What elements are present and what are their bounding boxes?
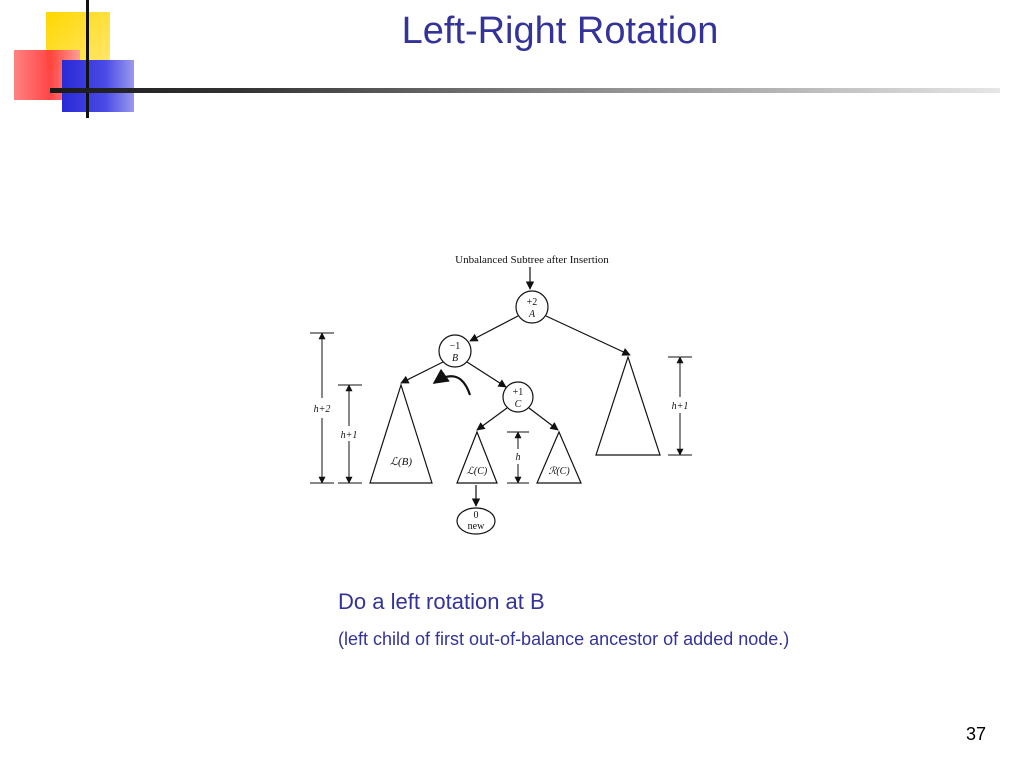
node-c: +1 C: [502, 381, 534, 413]
diagram-heading: Unbalanced Subtree after Insertion: [455, 254, 609, 266]
subtree-right: [595, 355, 661, 456]
subtree-lc: ℒ(C): [456, 430, 498, 484]
height-right-label: h+1: [672, 401, 689, 412]
node-c-balance: +1: [513, 387, 524, 398]
title-underline: [50, 88, 1000, 93]
height-left-outer-label: h+2: [314, 404, 331, 415]
node-a-balance: +2: [527, 297, 538, 308]
height-left-outer: [310, 332, 334, 484]
decor-blue-square: [62, 60, 134, 112]
decor-vertical-line: [86, 0, 89, 118]
node-a: +2 A: [515, 290, 549, 324]
node-new-balance: 0: [474, 510, 479, 521]
node-new-label: new: [468, 521, 485, 532]
node-b: −1 B: [438, 334, 472, 368]
height-right: [668, 356, 692, 456]
rotation-arrow: [432, 368, 472, 396]
height-middle: [507, 431, 529, 484]
slide-title: Left-Right Rotation: [401, 10, 719, 52]
caption-sub: (left child of first out-of-balance ance…: [338, 629, 790, 649]
node-c-label: C: [515, 399, 522, 410]
subtree-lb: ℒ(B): [369, 383, 433, 484]
height-left-inner: [338, 384, 362, 484]
page-number: 37: [966, 724, 987, 744]
subtree-rc: ℛ(C): [536, 430, 582, 484]
node-b-label: B: [452, 353, 458, 364]
subtree-lb-label: ℒ(B): [390, 456, 412, 468]
height-middle-label: h: [516, 452, 521, 463]
avl-rotation-diagram: Unbalanced Subtree after Insertion +2 A …: [310, 254, 692, 535]
node-a-label: A: [528, 309, 536, 320]
node-new: 0 new: [456, 507, 496, 535]
height-left-inner-label: h+1: [341, 430, 358, 441]
subtree-lc-label: ℒ(C): [467, 466, 488, 477]
tree-edges: [400, 315, 631, 507]
subtree-rc-label: ℛ(C): [548, 466, 570, 477]
node-b-balance: −1: [450, 341, 461, 352]
caption-main: Do a left rotation at B: [338, 589, 545, 614]
